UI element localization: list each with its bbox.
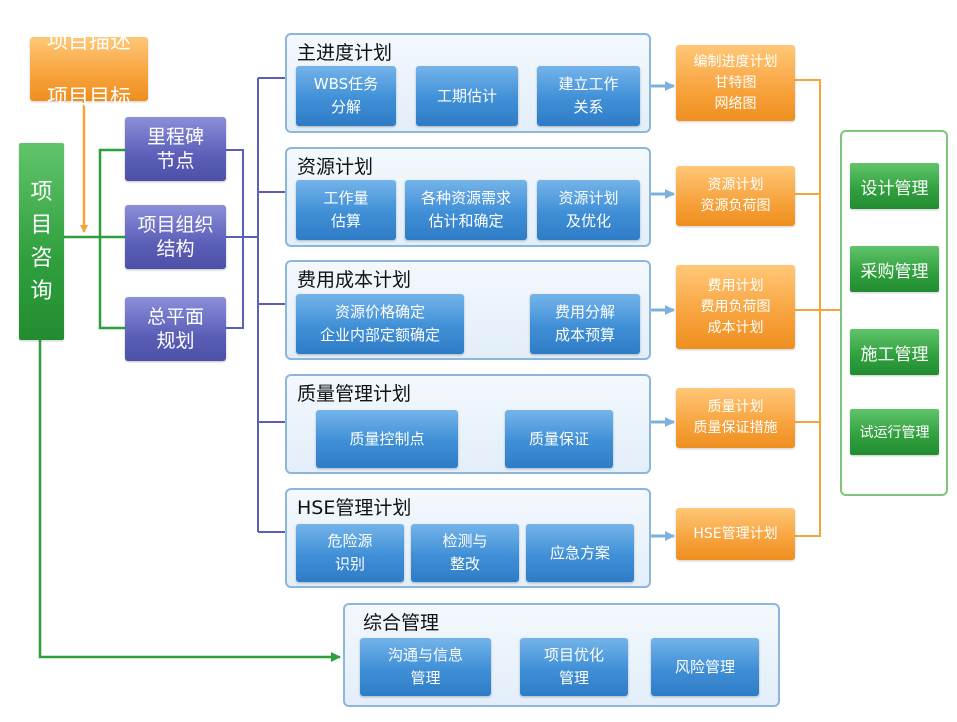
plan-item-workload: 工作量 估算 <box>296 180 396 240</box>
plan-title-schedule: 主进度计划 <box>297 42 393 64</box>
plan-item-emergency: 应急方案 <box>526 524 634 582</box>
project-goal: 项目目标 <box>47 85 131 109</box>
plan-item-inspection: 检测与 整改 <box>411 524 519 582</box>
integrated-risk: 风险管理 <box>651 638 759 696</box>
project-consulting-label: 项目咨询 <box>30 179 53 304</box>
output-quality: 质量计划 质量保证措施 <box>676 388 795 448</box>
integrated-optimization: 项目优化 管理 <box>520 638 628 696</box>
plan-item-quality-control: 质量控制点 <box>316 410 458 468</box>
output-hse: HSE管理计划 <box>676 508 795 560</box>
milestone-node-box: 里程碑 节点 <box>125 117 226 181</box>
output-resource: 资源计划 资源负荷图 <box>676 166 795 226</box>
plan-item-resource-demand: 各种资源需求 估计和确定 <box>405 180 527 240</box>
plan-item-duration: 工期估计 <box>416 66 518 126</box>
plans-bracket <box>257 77 285 533</box>
site-plan-label: 总平面 规划 <box>146 306 204 352</box>
project-consulting-box: 项目咨询 <box>19 143 64 340</box>
organization-structure-label: 项目组织 结构 <box>137 214 214 260</box>
plan-title-hse: HSE管理计划 <box>297 497 412 519</box>
outputs-bracket <box>795 79 840 537</box>
management-commissioning: 试运行管理 <box>850 409 939 455</box>
integrated-communication: 沟通与信息 管理 <box>360 638 491 696</box>
plan-title-quality: 质量管理计划 <box>297 383 412 405</box>
nodes-right-bracket <box>226 149 258 329</box>
plan-title-resource: 资源计划 <box>297 156 374 178</box>
site-plan-box: 总平面 规划 <box>125 297 226 361</box>
plan-item-hazard: 危险源 识别 <box>296 524 404 582</box>
plan-item-wbs: WBS任务 分解 <box>296 66 396 126</box>
output-schedule: 编制进度计划 甘特图 网络图 <box>676 45 795 121</box>
plan-item-pricing: 资源价格确定 企业内部定额确定 <box>296 294 464 354</box>
management-construction: 施工管理 <box>850 329 939 375</box>
organization-structure-box: 项目组织 结构 <box>125 205 226 269</box>
project-input-box: 项目描述 项目目标 <box>30 29 148 109</box>
output-cost: 费用计划 费用负荷图 成本计划 <box>676 265 795 349</box>
project-description: 项目描述 <box>47 29 131 53</box>
plan-item-resource-optimize: 资源计划 及优化 <box>537 180 640 240</box>
plan-item-cost-breakdown: 费用分解 成本预算 <box>530 294 640 354</box>
plan-item-quality-assurance: 质量保证 <box>505 410 613 468</box>
management-design: 设计管理 <box>850 163 939 209</box>
plan-title-cost: 费用成本计划 <box>297 269 412 291</box>
root-to-integrated-arrow <box>38 340 341 662</box>
plan-item-relations: 建立工作 关系 <box>537 66 640 126</box>
nodes-bracket <box>98 148 125 330</box>
integrated-title: 综合管理 <box>363 612 440 634</box>
milestone-node-label: 里程碑 节点 <box>146 126 204 172</box>
management-procurement: 采购管理 <box>850 246 939 292</box>
